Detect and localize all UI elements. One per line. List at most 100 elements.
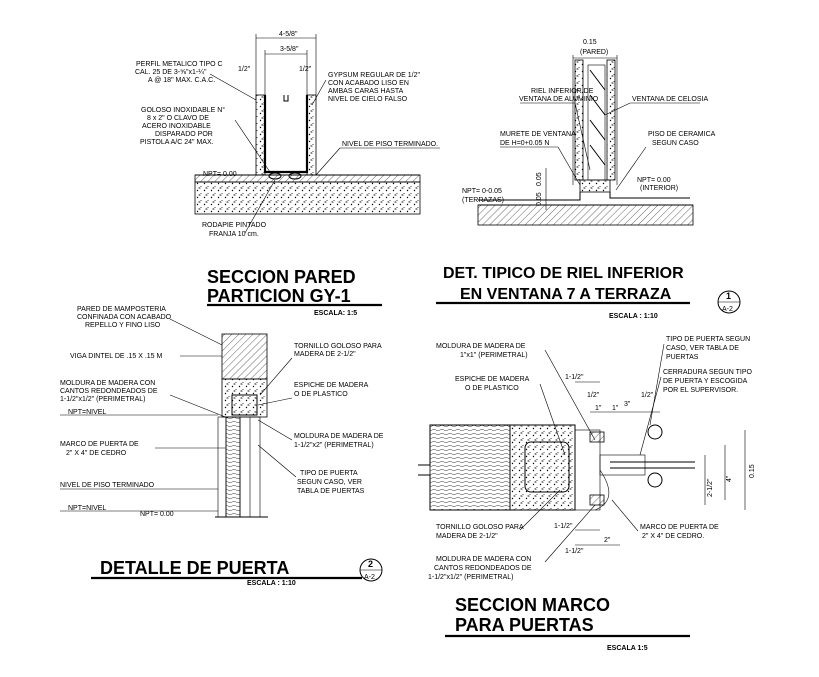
- npt-label: NPT= 0.00: [203, 171, 237, 178]
- note-text: GOLOSO INOXIDABLE N°: [141, 106, 225, 114]
- note-text: PISTOLA A/C 24" MAX.: [140, 139, 214, 146]
- note-text: CERRADURA SEGUN TIPO: [663, 369, 752, 376]
- section-wall-partition: 4-5/8" 3-5/8" 1/2" 1/2" PERFIL METALICO …: [135, 31, 440, 238]
- note-text: NIVEL DE PISO TERMINADO.: [342, 141, 438, 148]
- note-text: O DE PLASTICO: [294, 391, 348, 398]
- note-text: CAL. 25 DE 3-⅝"x1-¼": [135, 69, 207, 76]
- detail-badge-ref: A-2: [722, 306, 733, 313]
- npt-label: NPT= 0-0.05: [462, 188, 502, 195]
- note-text: 1-1/2"x1/2" (PERIMETRAL): [428, 574, 514, 581]
- npt-label: NPT= 0.00: [140, 511, 174, 518]
- dim-label: 3": [624, 401, 631, 408]
- drawing-title: SECCION PARED: [207, 267, 356, 287]
- note-text: 8 x 2" O CLAVO DE: [147, 115, 209, 122]
- note-text: A @ 18" MAX. C.A.C.: [148, 77, 215, 84]
- npt-label: NPT=NIVEL: [68, 409, 106, 416]
- note-text: 1-1/2"x1/2" (PERIMETRAL): [60, 396, 146, 403]
- note-text: POR EL SUPERVISOR.: [663, 387, 738, 394]
- note-text: MARCO DE PUERTA DE: [640, 524, 719, 531]
- dim-label: 1/2": [587, 392, 600, 399]
- drawing-title: PARTICION GY-1: [207, 286, 351, 306]
- note-text: ESPICHE DE MADERA: [294, 382, 369, 389]
- drawing-title: EN VENTANA 7 A TERRAZA: [460, 286, 672, 303]
- note-text: 1-1/2"x2" (PERIMETRAL): [294, 442, 374, 449]
- note-text: TIPO DE PUERTA SEGUN: [666, 336, 750, 343]
- section-door-frame: 0.15 4" 2-1/2" 1-1/2" 1/2" 1" 1" 3" 1/2"…: [418, 336, 756, 581]
- note-text: PERFIL METALICO TIPO C: [136, 61, 223, 68]
- title-block-frame: SECCION MARCO PARA PUERTAS ESCALA 1:5: [445, 595, 690, 652]
- drawing-title: SECCION MARCO: [455, 595, 610, 615]
- detail-window-rail: 0.15 (PARED) RIEL INFERIOR DE VENTANA DE…: [462, 39, 716, 226]
- note-text: TABLA DE PUERTAS: [297, 488, 365, 495]
- note-text: GYPSUM REGULAR DE 1/2": [328, 72, 420, 79]
- note-text: MADERA DE 2-1/2": [436, 533, 498, 540]
- dim-label: 1-1/2": [565, 374, 584, 381]
- drawing-title: PARA PUERTAS: [455, 615, 594, 635]
- note-text: CASO, VER TABLA DE: [666, 345, 739, 352]
- dim-label: (PARED): [580, 49, 608, 56]
- note-text: FRANJA 10 cm.: [209, 231, 259, 238]
- detail-door: PARED DE MAMPOSTERIA CONFINADA CON ACABA…: [60, 306, 384, 518]
- scale-label: ESCALA : 1:10: [247, 580, 296, 587]
- note-text: MOLDURA DE MADERA CON: [60, 380, 155, 387]
- note-text: O DE PLASTICO: [465, 385, 519, 392]
- detail-badge-number: 1: [726, 291, 731, 301]
- note-text: MOLDURA DE MADERA DE: [436, 343, 526, 350]
- dim-label: 2-1/2": [707, 478, 714, 497]
- note-text: TORNILLO GOLOSO PARA: [294, 343, 382, 350]
- note-text: 2" X 4" DE CEDRO: [66, 450, 127, 457]
- note-text: 1"x1" (PERIMETRAL): [460, 352, 528, 359]
- note-text: SEGUN CASO: [652, 140, 699, 147]
- note-text: DISPARADO POR: [155, 131, 213, 138]
- note-text: TORNILLO GOLOSO PARA: [436, 524, 524, 531]
- dim-label: 1": [612, 405, 619, 412]
- note-text: SEGUN CASO, VER: [297, 479, 362, 486]
- note-text: PARED DE MAMPOSTERIA: [77, 306, 166, 313]
- note-text: MURETE DE VENTANA: [500, 131, 576, 138]
- dim-label: 2": [604, 537, 611, 544]
- scale-label: ESCALA: 1:5: [314, 310, 357, 317]
- title-block-rail: DET. TIPICO DE RIEL INFERIOR EN VENTANA …: [436, 265, 741, 320]
- note-text: VENTANA DE CELOSIA: [632, 96, 708, 103]
- title-block-door: DETALLE DE PUERTA ESCALA : 1:10 2 A-2: [91, 558, 383, 587]
- note-text: MOLDURA DE MADERA DE: [294, 433, 384, 440]
- scale-label: ESCALA : 1:10: [609, 313, 658, 320]
- note-text: VIGA DINTEL DE .15 X .15 M: [70, 353, 162, 360]
- note-text: DE H=0+0.05 N: [500, 140, 549, 147]
- note-text: MOLDURA DE MADERA CON: [436, 556, 531, 563]
- note-text: RIEL INFERIOR DE: [531, 88, 594, 95]
- note-text: 2" X 4" DE CEDRO.: [642, 533, 704, 540]
- dim-label: 1/2": [641, 392, 654, 399]
- note-text: REPELLO Y FINO LISO: [85, 322, 161, 329]
- dim-label: 4": [726, 475, 733, 482]
- dim-label: 1-1/2": [565, 548, 584, 555]
- npt-label: (INTERIOR): [640, 185, 678, 192]
- npt-label: (TERRAZAS): [462, 197, 504, 204]
- note-text: ESPICHE DE MADERA: [455, 376, 530, 383]
- note-text: PUERTAS: [666, 354, 699, 361]
- detail-badge-ref: A-2: [364, 574, 375, 581]
- dim-label: 1": [595, 405, 602, 412]
- dim-label: 0.05: [536, 192, 543, 206]
- title-block-wall: SECCION PARED PARTICION GY-1 ESCALA: 1:5: [207, 267, 382, 317]
- detail-badge-number: 2: [368, 559, 373, 569]
- dim-label: 0.05: [536, 172, 543, 186]
- dim-label: 0.15: [583, 39, 597, 46]
- scale-label: ESCALA 1:5: [607, 645, 648, 652]
- note-text: NIVEL DE CIELO FALSO: [328, 96, 408, 103]
- note-text: VENTANA DE ALUMINIO: [519, 96, 599, 103]
- note-text: ACERO INOXIDABLE: [142, 123, 211, 130]
- note-text: AMBAS CARAS HASTA: [328, 88, 404, 95]
- note-text: CANTOS REDONDEADOS DE: [434, 565, 532, 572]
- npt-label: NPT=NIVEL: [68, 505, 106, 512]
- note-text: MARCO DE PUERTA DE: [60, 441, 139, 448]
- dim-label: 1/2": [299, 66, 312, 73]
- dim-label: 0.15: [749, 464, 756, 478]
- note-text: CON ACABADO LISO EN: [328, 80, 409, 87]
- dim-label: 1-1/2": [554, 523, 573, 530]
- note-text: RODAPIE PINTADO: [202, 222, 267, 229]
- note-text: TIPO DE PUERTA: [300, 470, 358, 477]
- note-text: DE PUERTA Y ESCOGIDA: [663, 378, 748, 385]
- note-text: PISO DE CERAMICA: [648, 131, 716, 138]
